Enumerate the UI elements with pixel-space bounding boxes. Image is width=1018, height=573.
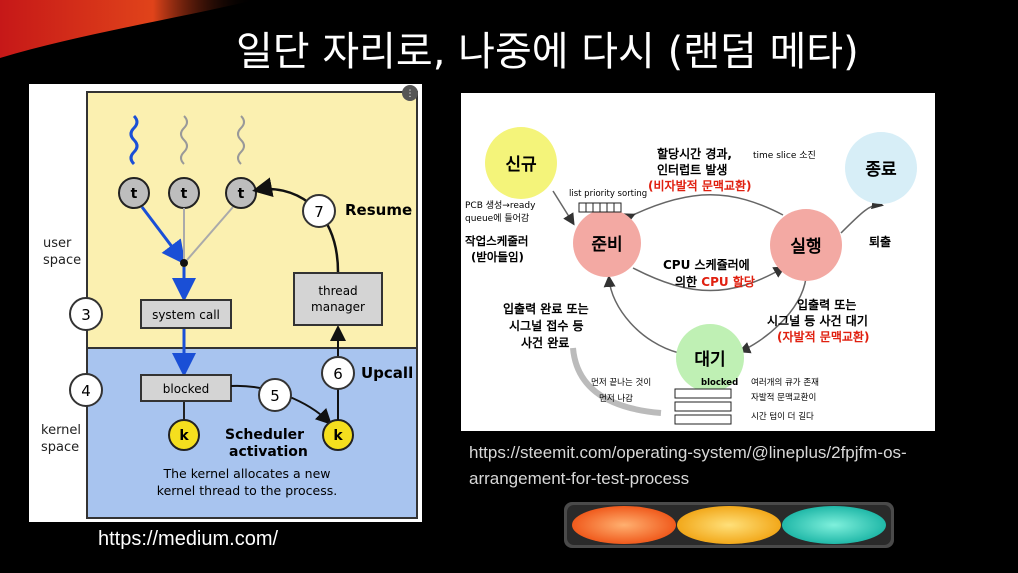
step-6-circle [321, 356, 355, 390]
svg-text:시간 텀이 더 길다: 시간 텀이 더 길다 [751, 411, 814, 422]
svg-text:system call: system call [152, 308, 220, 322]
svg-text:kernel thread to the process.: kernel thread to the process. [157, 483, 337, 498]
state-waiting [676, 324, 744, 392]
decorative-swoosh [0, 0, 255, 58]
svg-text:여러개의 큐가 존재: 여러개의 큐가 존재 [751, 377, 819, 388]
idle-thread-wave [237, 115, 245, 165]
svg-text:space: space [43, 253, 81, 268]
blocked-box [140, 374, 232, 402]
step-7-circle [302, 194, 336, 228]
svg-text:thread: thread [318, 284, 357, 298]
yellow-light [677, 506, 781, 544]
svg-text:5: 5 [270, 387, 280, 405]
svg-text:사건 완료: 사건 완료 [521, 335, 569, 350]
state-ready [573, 209, 641, 277]
svg-text:blocked: blocked [163, 382, 209, 396]
svg-text:k: k [179, 428, 189, 444]
traffic-light-image [564, 502, 894, 548]
svg-text:의한 CPU 할당: 의한 CPU 할당 [675, 274, 755, 289]
svg-text:자발적 문맥교환이: 자발적 문맥교환이 [751, 392, 816, 403]
svg-text:작업스케줄러: 작업스케줄러 [465, 234, 528, 248]
svg-text:activation: activation [229, 444, 308, 460]
svg-text:list priority sorting: list priority sorting [569, 189, 647, 199]
state-running [770, 209, 842, 281]
step-5-circle [258, 378, 292, 412]
more-options-icon [402, 85, 418, 101]
svg-text:(비자발적 문맥교환): (비자발적 문맥교환) [648, 178, 751, 193]
svg-text:4: 4 [81, 382, 91, 400]
svg-text:6: 6 [333, 365, 343, 383]
slide-title: 일단 자리로, 나중에 다시 (랜덤 메타) [236, 29, 859, 75]
thread-manager-box [293, 272, 383, 326]
idle-thread-wave [180, 115, 188, 165]
svg-text:t: t [131, 186, 138, 202]
svg-text:k: k [333, 428, 343, 444]
svg-text:space: space [41, 440, 79, 455]
resume-label: Resume [345, 201, 412, 219]
active-thread-wave [129, 114, 139, 166]
state-terminated [845, 132, 917, 204]
svg-text:준비: 준비 [591, 235, 622, 255]
source-caption-medium: https://medium.com/ [98, 528, 279, 550]
user-thread-1 [118, 177, 150, 209]
svg-text:7: 7 [314, 203, 324, 221]
scheduler-activation-diagram: ⋮ user space kernel space 3 4 t t t syst… [29, 84, 422, 522]
svg-text:(자발적 문맥교환): (자발적 문맥교환) [777, 329, 869, 344]
blue-arrow [140, 206, 186, 265]
svg-text:time slice 소진: time slice 소진 [753, 150, 816, 161]
kernel-thread-1 [168, 419, 200, 451]
step-3-circle [69, 297, 103, 331]
svg-text:PCB 생성→ready: PCB 생성→ready [465, 200, 536, 211]
svg-text:퇴출: 퇴출 [869, 234, 891, 249]
green-light [782, 506, 886, 544]
kernel-note: The kernel allocates a new [162, 466, 330, 481]
svg-text:먼저 끝나는 것이: 먼저 끝나는 것이 [591, 377, 651, 388]
svg-text:종료: 종료 [865, 160, 897, 180]
svg-text:할당시간 경과,: 할당시간 경과, [657, 146, 732, 161]
svg-text:manager: manager [311, 300, 365, 314]
svg-text:CPU 스케쥴러에: CPU 스케쥴러에 [663, 257, 750, 272]
upcall-label: Upcall [361, 364, 413, 382]
svg-text:t: t [181, 186, 188, 202]
svg-text:시그널 등 사건 대기: 시그널 등 사건 대기 [767, 313, 868, 328]
svg-text:입출력 또는: 입출력 또는 [797, 297, 856, 312]
svg-text:t: t [238, 186, 245, 202]
svg-text:실행: 실행 [790, 237, 821, 257]
step-4-circle [69, 373, 103, 407]
process-state-diagram: 신규 준비 실행 대기 종료 PCB 생성→ready queue에 들어감 작… [461, 93, 935, 431]
svg-text:먼저 나감: 먼저 나감 [599, 393, 633, 404]
scheduler-activation-label: Scheduler [225, 427, 304, 443]
user-space-label: user [43, 236, 72, 251]
svg-text:입출력 완료 또는: 입출력 완료 또는 [503, 301, 589, 316]
state-new [485, 127, 557, 199]
svg-text:blocked: blocked [701, 378, 738, 388]
kernel-space-label: kernel [41, 423, 81, 438]
svg-text:queue에 들어감: queue에 들어감 [465, 212, 529, 224]
svg-text:대기: 대기 [694, 350, 725, 370]
svg-text:시그널 접수 등: 시그널 접수 등 [509, 318, 584, 333]
svg-text:(받아들임): (받아들임) [471, 250, 524, 264]
svg-text:인터럽트 발생: 인터럽트 발생 [657, 162, 727, 177]
svg-text:⋮: ⋮ [406, 89, 415, 99]
system-call-box [140, 299, 232, 329]
red-light [572, 506, 676, 544]
svg-text:3: 3 [81, 306, 91, 324]
svg-text:신규: 신규 [505, 155, 537, 175]
source-caption-steemit: https://steemit.com/operating-system/@li… [469, 443, 907, 488]
